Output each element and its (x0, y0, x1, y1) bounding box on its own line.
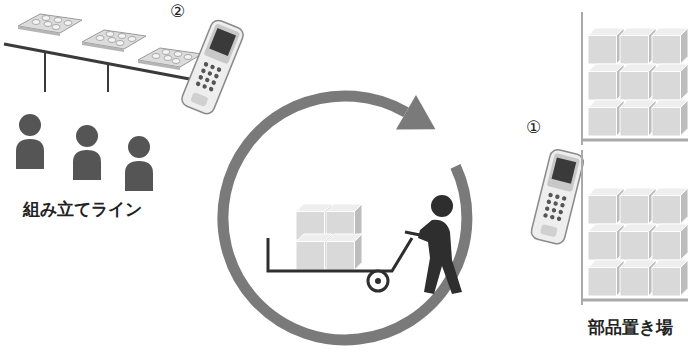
parts-box (326, 234, 362, 270)
parts-box (620, 100, 656, 136)
storage-shelf (582, 12, 688, 145)
shelf-board (582, 139, 688, 142)
parts-box (588, 260, 624, 296)
worker-head (431, 195, 453, 217)
table-leg (107, 63, 109, 92)
worker-figure (125, 136, 153, 191)
parts-tray (18, 14, 82, 36)
worker-figure (73, 125, 101, 180)
parts-box (652, 64, 688, 100)
parts-box (620, 260, 656, 296)
handheld-terminal-body (530, 148, 585, 245)
hand-cart (268, 238, 412, 271)
parts-box (620, 188, 656, 224)
parts-box (652, 100, 688, 136)
parts-box (652, 224, 688, 260)
parts-box (588, 28, 624, 64)
cart-axle (375, 278, 381, 284)
parts-box (620, 224, 656, 260)
parts-box (652, 28, 688, 64)
parts-box (620, 64, 656, 100)
parts-tray (138, 48, 202, 70)
cart-worker (268, 195, 462, 294)
parts-box (620, 28, 656, 64)
callout-number: ① (526, 118, 541, 137)
cycle-arrow (223, 96, 467, 340)
parts-box (588, 100, 624, 136)
handheld-terminal (180, 18, 246, 116)
area-label: 組み立てライン (23, 200, 142, 219)
shelf-board (582, 299, 688, 302)
parts-box (588, 188, 624, 224)
parts-box (652, 260, 688, 296)
worker-figure (16, 114, 44, 169)
worker-body (418, 220, 462, 294)
parts-box (652, 188, 688, 224)
parts-tray (82, 30, 146, 52)
area-label: 部品置き場 (588, 318, 673, 337)
cycle-arrowhead (396, 95, 435, 130)
callout-number: ② (170, 2, 185, 21)
parts-box (588, 64, 624, 100)
shelf-post (581, 150, 583, 305)
parts-box (588, 224, 624, 260)
cart-wheel (368, 271, 388, 291)
handheld-terminal-body (180, 18, 246, 116)
shelf-post (581, 12, 583, 145)
handheld-terminal (530, 148, 585, 245)
storage-shelf (582, 150, 688, 305)
table-leg (44, 51, 46, 92)
conveyor-table (4, 44, 216, 84)
